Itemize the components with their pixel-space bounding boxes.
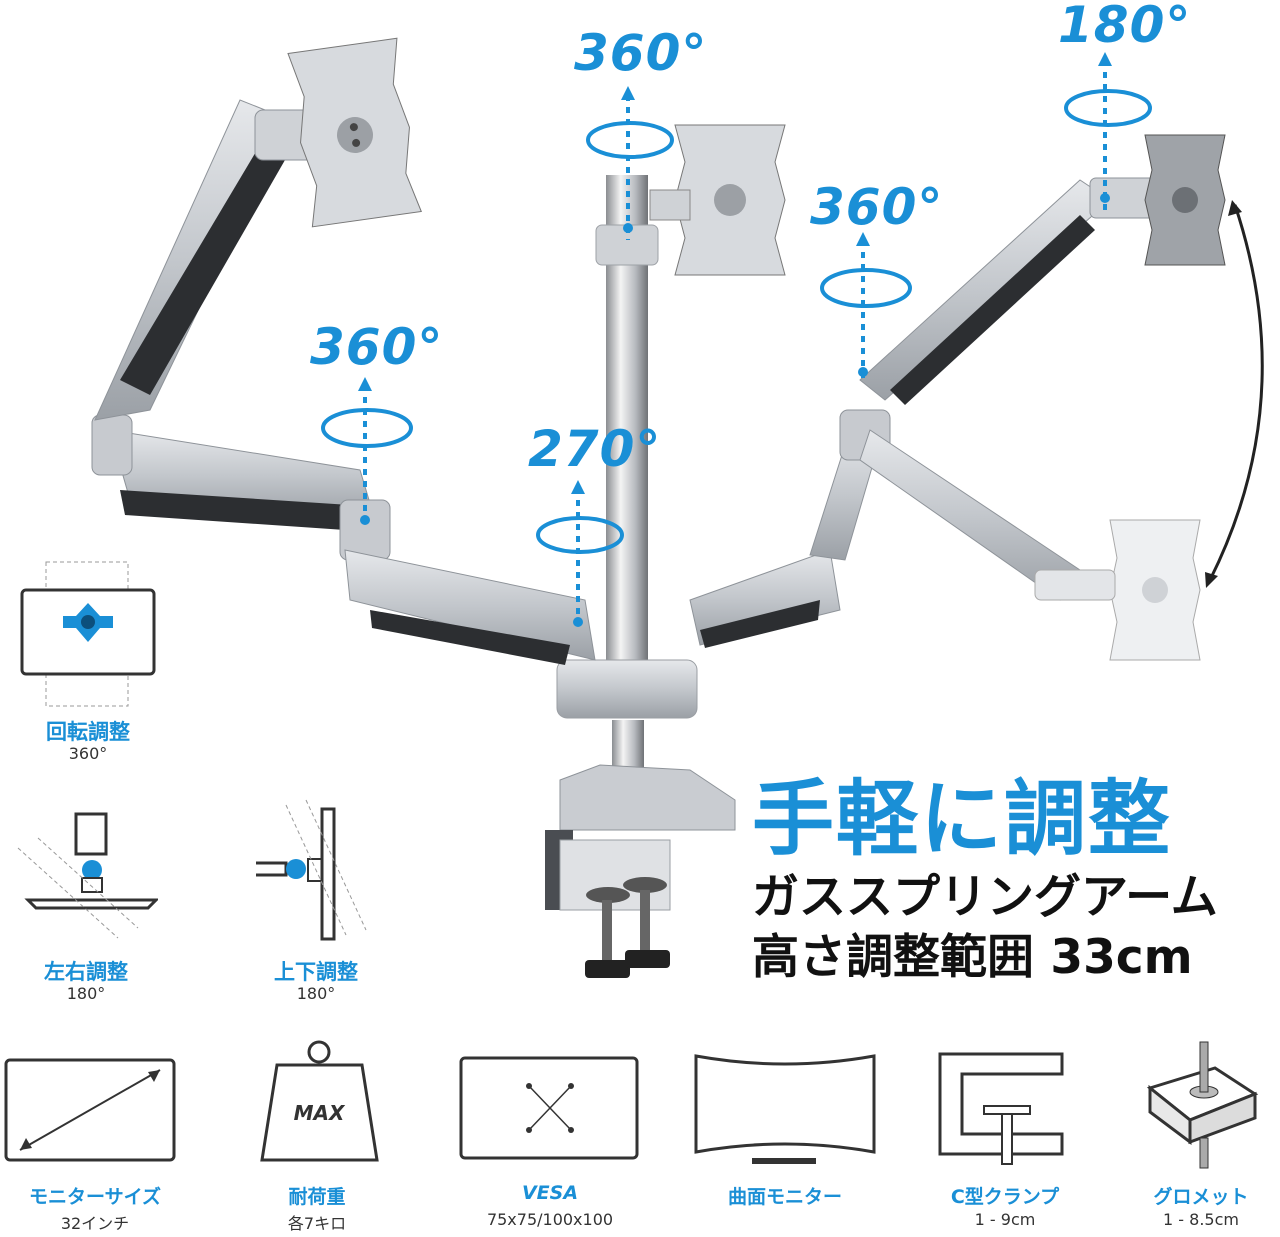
adjust-title-swivel: 左右調整 [44, 960, 128, 984]
feature-title: モニターサイズ [28, 1186, 162, 1208]
adjust-value-tilt: 180° [296, 984, 336, 1003]
curved-monitor-icon [694, 1054, 876, 1164]
rotation-label-mid-left: 360° [310, 318, 444, 376]
rotation-label-center: 270° [528, 420, 662, 478]
adjust-value-rotation: 360° [68, 744, 108, 763]
feature-monitor-size: モニターサイズ 32インチ [0, 1030, 190, 1233]
weight-icon: MAX [260, 1040, 379, 1162]
rotation-label-top-right: 180° [1058, 0, 1192, 54]
feature-value: 75x75/100x100 [486, 1210, 614, 1229]
adjust-title-rotation: 回転調整 [46, 720, 130, 744]
adjust-title-tilt: 上下調整 [274, 960, 358, 984]
feature-value: 1 - 8.5cm [1163, 1210, 1239, 1229]
feature-vesa: VESA 75x75/100x100 [455, 1030, 645, 1230]
rotation-adjust-icon [20, 561, 156, 707]
feature-title: C型クランプ [950, 1186, 1060, 1208]
vesa-icon [459, 1056, 639, 1160]
headline: 手軽に調整 [752, 772, 1173, 867]
feature-curved-monitor: 曲面モニター [690, 1030, 880, 1230]
feature-value: 32インチ [60, 1214, 130, 1233]
feature-weight: MAX 耐荷重 各7キロ [222, 1030, 412, 1233]
feature-title: VESA [521, 1182, 579, 1204]
feature-title: 曲面モニター [727, 1186, 842, 1208]
rotation-label-mid-right: 360° [810, 178, 944, 236]
subline-gas-spring: ガススプリングアーム [752, 870, 1218, 925]
subline-height-range: 高さ調整範囲 33cm [752, 930, 1193, 985]
feature-grommet: グロメット 1 - 8.5cm [1120, 1030, 1280, 1230]
feature-value: 各7キロ [287, 1214, 347, 1233]
monitor-arm-illustration [91, 37, 1264, 978]
adjust-value-swivel: 180° [66, 984, 106, 1003]
grommet-icon [1146, 1041, 1259, 1169]
feature-c-clamp: C型クランプ 1 - 9cm [910, 1030, 1100, 1230]
feature-title: 耐荷重 [288, 1186, 346, 1208]
c-clamp-icon [938, 1052, 1064, 1165]
weight-icon-text: MAX [294, 1101, 346, 1125]
monitor-size-icon [4, 1058, 176, 1162]
feature-title: グロメット [1153, 1186, 1249, 1208]
rotation-label-top-center: 360° [574, 24, 708, 82]
tilt-adjust-icon [256, 799, 367, 941]
feature-value: 1 - 9cm [974, 1210, 1036, 1229]
swivel-adjust-icon [17, 812, 158, 939]
